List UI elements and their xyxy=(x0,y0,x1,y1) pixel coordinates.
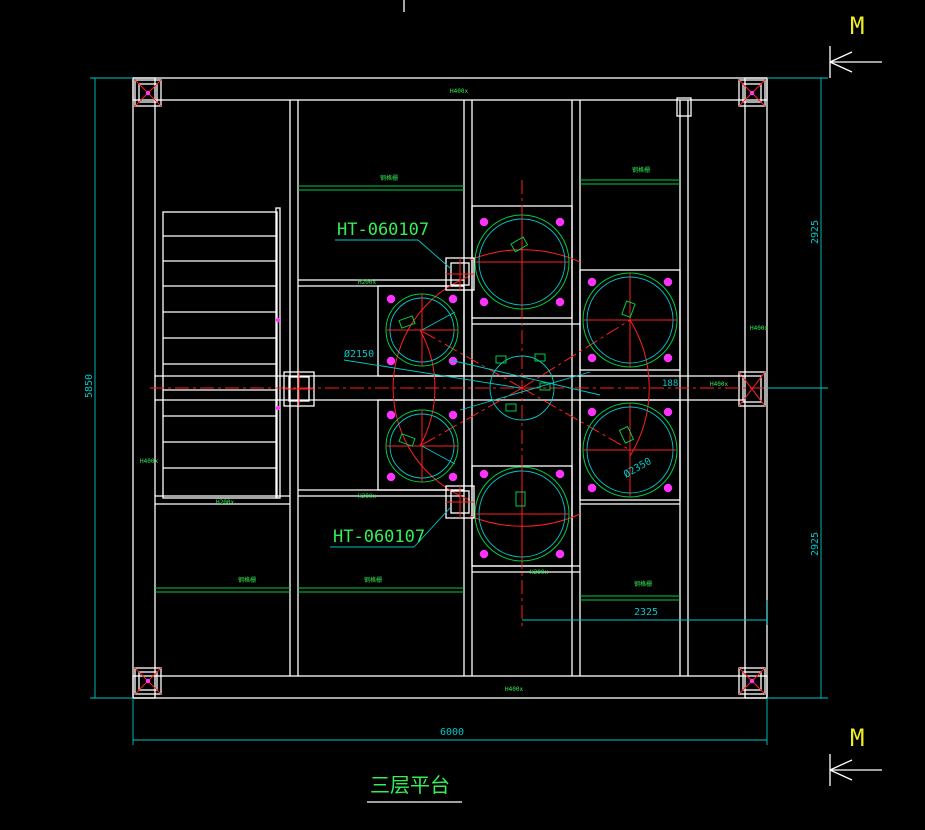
tank-large-right-lower xyxy=(582,402,678,498)
centerlines xyxy=(150,180,780,630)
grating-label-2: 钢格栅 xyxy=(632,166,650,174)
small-beam-label-4: H200x xyxy=(216,499,234,506)
dim-offset: 188 xyxy=(662,379,678,389)
dimension-lines xyxy=(90,77,828,745)
tanks xyxy=(385,214,678,562)
section-mark-top: M xyxy=(829,12,882,78)
section-mark-bottom-label: M xyxy=(850,724,864,752)
beam-label-bottom: H400x xyxy=(505,686,523,693)
dim-right-upper: 2925 xyxy=(810,220,821,244)
staircase xyxy=(162,207,281,499)
small-beam-label-1: H200x xyxy=(358,279,376,286)
dim-overall-width: 6000 xyxy=(440,727,464,738)
grating-label-1: 钢格栅 xyxy=(380,174,398,182)
tank-large-bottom xyxy=(474,466,570,562)
callout-upper-label: HT-060107 xyxy=(337,220,429,240)
tank-large-top xyxy=(474,214,570,310)
beam-label-left: H400x xyxy=(140,458,158,465)
dim-bottom-inner: 2325 xyxy=(634,607,658,618)
tank-large-right-upper xyxy=(582,272,678,368)
grating-label-3: 钢格栅 xyxy=(238,576,256,584)
column-bases xyxy=(283,97,692,519)
small-beam-label-2: H200x xyxy=(358,493,376,500)
beam-label-right: H400x xyxy=(750,325,768,332)
corner-columns xyxy=(134,79,766,695)
dim-right-lower: 2925 xyxy=(810,532,821,556)
interior-beams xyxy=(155,100,745,676)
drawing-title: 三层平台 xyxy=(370,773,450,797)
beam-label-top: H400x xyxy=(450,88,468,95)
section-mark-top-label: M xyxy=(850,12,864,40)
small-beam-label-3: H200x xyxy=(530,569,548,576)
beam-labels: H400x H400x H400x H400x H400x 钢格栅 钢格栅 钢格… xyxy=(140,88,768,693)
callout-lower: HT-060107 xyxy=(330,507,451,548)
tank-small-upper xyxy=(385,293,459,367)
callout-upper: HT-060107 xyxy=(335,220,451,269)
small-tank-diameter-label: Ø2150 xyxy=(344,348,374,360)
grating-lines xyxy=(155,179,680,601)
beam-label-mid: H400x xyxy=(710,381,728,388)
grating-label-4: 钢格栅 xyxy=(364,576,382,584)
dim-overall-height: 5850 xyxy=(84,374,95,398)
large-tank-diameter-label: Ø2350 xyxy=(622,455,654,480)
grating-label-5: 钢格栅 xyxy=(634,580,652,588)
tank-small-lower xyxy=(385,409,459,483)
section-mark-bottom: M xyxy=(829,724,882,786)
callout-lower-label: HT-060107 xyxy=(333,527,425,547)
central-hub xyxy=(449,353,601,421)
